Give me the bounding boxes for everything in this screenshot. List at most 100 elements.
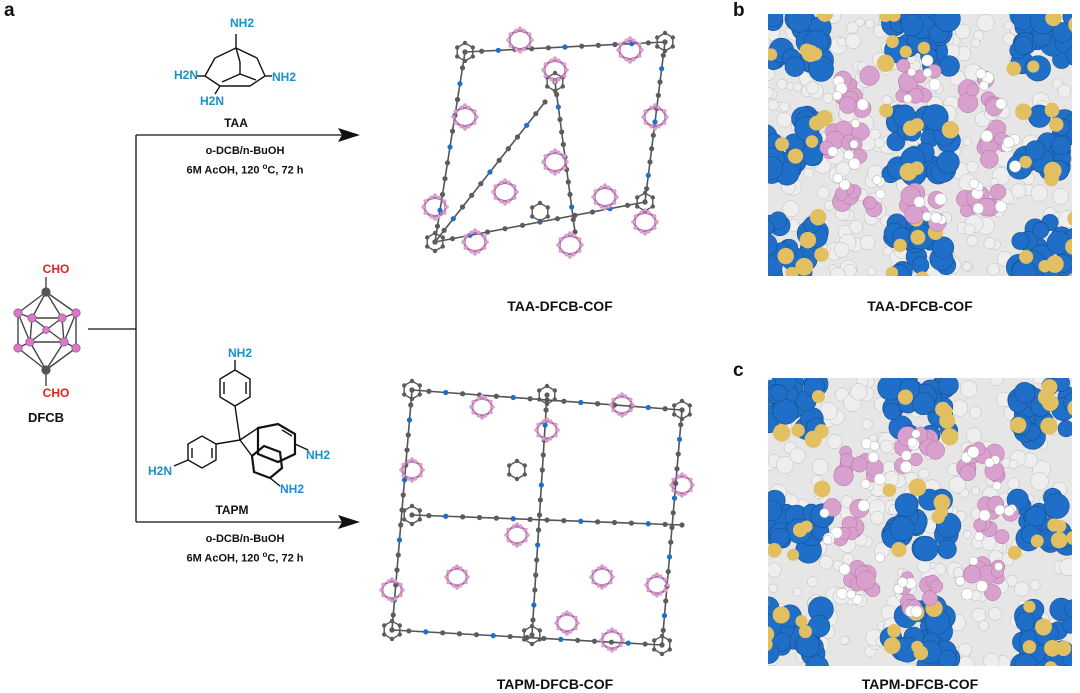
hydrogen-atom [792,587,802,597]
hydrogen-atom [849,219,864,234]
atom [537,200,543,206]
taa-amine-right: NH2 [272,70,297,84]
framework-atom [1064,599,1072,619]
hydrogen-atom [971,486,980,496]
framework-atom [1032,221,1050,239]
accent-atom [1035,618,1052,636]
framework-atom [1043,493,1070,519]
atom [652,119,658,125]
tapm-space-filling-model [768,378,1072,666]
atom [426,388,432,394]
accent-atom [795,257,814,276]
atom [679,398,685,404]
accent-atom [1044,661,1057,666]
atom [540,452,546,458]
atom [406,628,412,634]
atom [470,54,475,59]
framework-atom [912,535,939,562]
hydrogen-atom [969,406,982,419]
atom [659,642,665,648]
accent-atom [1044,102,1060,118]
hydrogen-atom [988,607,1002,621]
atom [611,519,618,526]
accent-atom [1055,640,1072,657]
framework-atom [1011,232,1030,250]
accent-atom [910,118,924,132]
atom [409,503,415,509]
framework-atom [768,14,784,27]
accent-atom [1044,639,1061,657]
hydrogen-atom [848,157,861,170]
hydrogen-atom [989,378,1004,386]
framework-atom [1052,22,1072,43]
hydrogen-atom [833,242,850,258]
atom [667,647,672,652]
accent-atom [1019,249,1034,264]
atom [505,146,511,152]
atom [662,48,668,54]
hydrogen-atom [849,383,868,401]
hydrogen-atom [822,535,833,545]
carborane-cage [669,472,695,498]
atom [544,392,550,398]
cage-atom [839,96,857,114]
accent-atom [879,103,894,118]
accent-atom [1043,161,1062,180]
atom [642,190,648,196]
carborane-cage [554,610,580,636]
carborane-cage [609,392,635,418]
cage-atom [851,456,868,473]
accent-atom [1015,103,1032,121]
tapm-label: TAPM [215,503,249,517]
cage-atom [960,204,973,218]
hydrogen-atom [807,576,819,588]
atom [531,602,537,608]
hydrogen-atom [955,23,971,40]
hydrogen-atom [1030,471,1049,491]
atom [484,229,491,235]
framework-atom [889,516,915,541]
atom [432,230,438,236]
atom [676,436,683,442]
atom [668,539,674,545]
atom [595,401,601,407]
accent-atom [910,161,924,175]
atom [522,637,527,642]
carborane-cage [444,564,470,590]
atom [398,522,404,528]
atom [442,176,448,182]
accent-atom [799,231,817,249]
hydrogen-atom [768,87,775,99]
taa-space-filling-caption: TAA-DFCB-COF [867,298,973,314]
hydrogen-atom [775,456,794,474]
atom [459,65,466,71]
atom [425,244,430,249]
atom [558,636,564,642]
panel-label-c: c [733,360,744,381]
hydrogen-atom [974,531,985,542]
accent-atom [814,424,829,439]
accent-atom [917,41,931,55]
atom [679,416,685,422]
atom [507,633,513,640]
hydrogen-atom [859,234,876,251]
atom [437,207,443,213]
atom [409,396,415,402]
carborane-cage [491,178,519,206]
atom [552,88,558,94]
atom [537,628,542,633]
tapm-space-filling-caption: TAPM-DFCB-COF [861,676,979,692]
hydrogen-atom [852,594,863,605]
framework-atom [768,500,783,522]
hydrogen-atom [978,620,990,631]
atom [389,636,395,642]
hydrogen-atom [913,196,926,208]
atom [535,542,541,548]
hydrogen-atom [948,476,966,494]
atom [655,44,660,49]
atom [624,202,631,208]
taa-space-filling-atoms [768,14,1072,276]
atom [423,629,429,635]
atom [440,235,445,240]
atom [659,633,665,639]
